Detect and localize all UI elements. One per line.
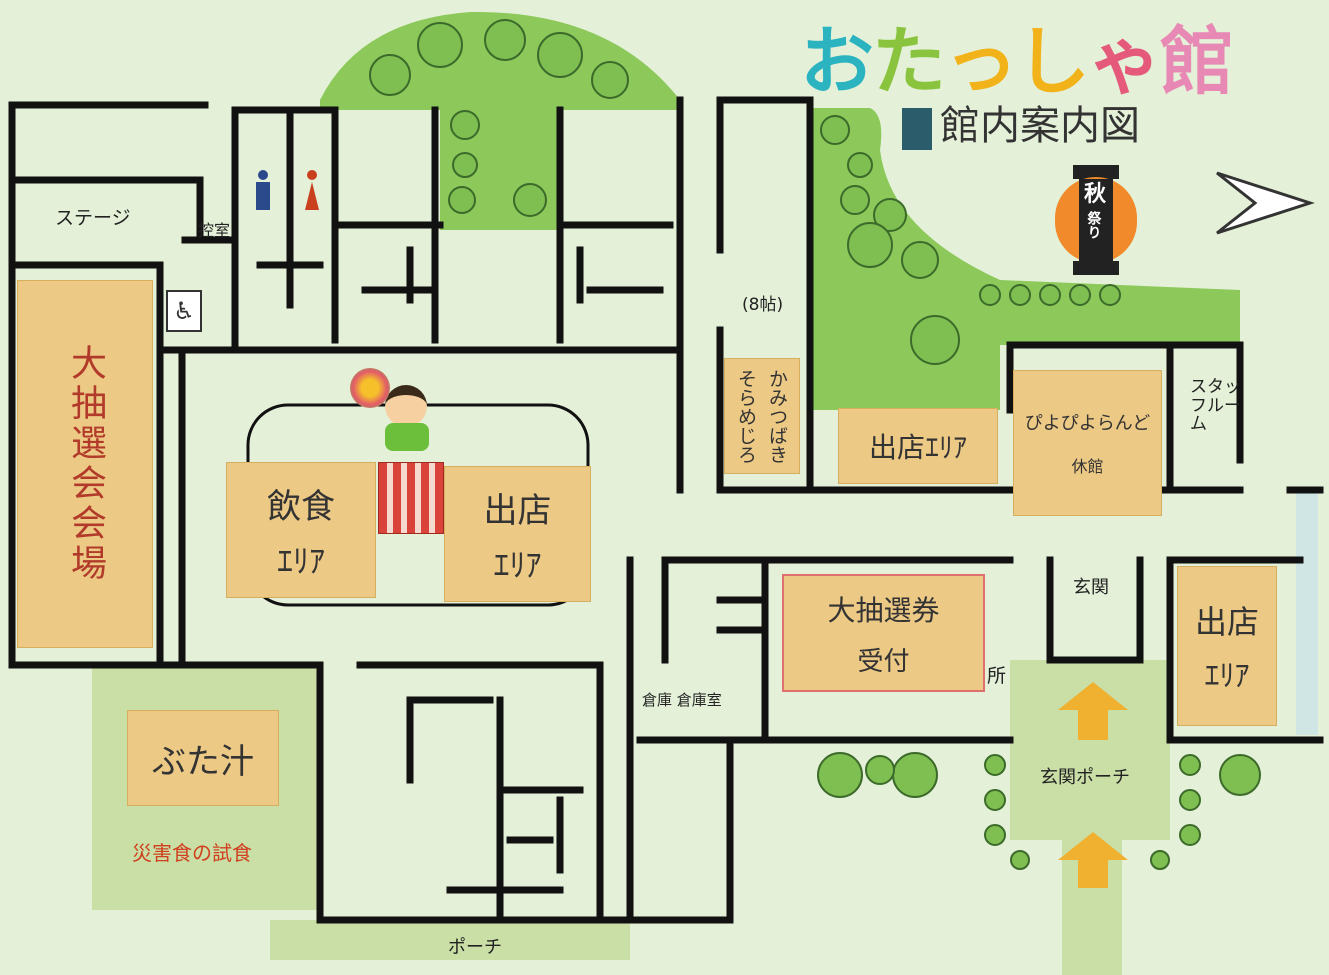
title-char-5: ゃ [1088,19,1162,105]
wall-entrance [1046,486,1324,744]
zone-butajiru: ぶた汁 [127,710,279,806]
title-char-3: っ [944,19,1018,105]
lantern-text-top: 秋 [1084,182,1107,207]
room-storage-partial: 倉庫 倉庫室 [642,691,722,709]
zone-food: 飲食 ｴﾘｱ [226,462,376,598]
wall-stage [8,176,234,664]
zone-shop-c-label-1: 出店 [1194,603,1259,641]
room-tatami: (8帖) [742,295,784,315]
zone-food-label-1: 飲食 [267,486,335,527]
zone-shop-c: 出店 ｴﾘｱ [1177,566,1277,726]
room-stage: ステージ [55,207,131,229]
lantern-icon: 秋 祭り [1043,165,1148,275]
zone-lottery-ticket-label-2: 受付 [857,646,910,677]
entrance-arrow-icon [1058,682,1128,740]
zone-shop-a-label-1: 出店 [483,490,552,531]
zone-piyo-label-1: ぴよぴよらんど [1024,413,1151,434]
bottom-porch-strip [270,920,630,960]
zone-shop-a-label-2: ｴﾘｱ [493,545,542,584]
subtitle-marker [902,108,932,150]
side-strip [1296,490,1318,735]
zone-kami-label-2: そらめじろ [735,368,757,464]
wall-rooms-mid [336,221,674,304]
zone-lottery-hall: 大抽選会会場 [17,280,153,648]
room-office-partial: 所 [987,665,1007,687]
title-char-1: お [800,19,874,105]
room-porch-bottom: ポーチ [448,937,502,958]
restroom-male-icon [256,170,270,210]
wall-left-outer [8,101,324,669]
flower-bouquet-icon [350,368,390,408]
zone-shop-b-label: 出店ｴﾘｱ [868,431,967,464]
zone-piyo: ぴよぴよらんど 休館 [1013,370,1162,516]
wall-right-top [1006,341,1244,494]
accessible-toilet-icon: ♿ [166,290,202,332]
wall-right-bottom [661,556,1014,744]
zone-disaster-food-label: 災害食の試食 [132,841,252,865]
zone-food-label-2: ｴﾘｱ [276,541,325,580]
zone-shop-a: 出店 ｴﾘｱ [444,466,591,602]
zone-kami-label-1: かみつばき [766,368,788,464]
title-char-4: し [1016,19,1090,105]
zone-shop-b: 出店ｴﾘｱ [838,408,998,484]
wall-hall [231,96,684,494]
restroom-female-icon [305,170,319,210]
wall-bottom-center [316,661,734,924]
north-arrow-icon [1216,171,1315,235]
wall-right-rooms [716,96,1244,494]
wall-left-inner [156,346,234,664]
zone-shop-c-label-2: ｴﾘｱ [1204,659,1250,694]
lantern-bottom-cap [1073,261,1119,275]
page-title: おたっしゃ館 [800,2,1234,109]
title-char-6: 館 [1160,19,1234,105]
booth-stall [378,462,444,534]
room-porch-main: 玄関ポーチ [1040,767,1130,788]
room-entrance: 玄関 [1073,577,1109,598]
zone-piyo-label-2: 休館 [1071,457,1104,476]
tree-group [369,19,1261,870]
porch-arrow-icon [1058,832,1128,888]
staff-figure-icon [385,385,435,451]
wall-middle [626,556,734,924]
room-control: 控室 [198,221,231,240]
zone-butajiru-label: ぶた汁 [152,741,254,782]
lantern-label-band [1079,179,1113,261]
room-staff: スタッフルーム [1190,377,1241,435]
zone-kami: かみつばき そらめじろ [724,358,800,474]
title-char-2: た [872,19,946,105]
lantern-text-bottom: 祭り [1085,211,1102,239]
subtitle: 館内案内図 [940,103,1140,149]
zone-lottery-hall-label: 大抽選会会場 [65,344,106,584]
top-garden [320,11,680,111]
zone-lottery-ticket: 大抽選券 受付 [782,574,985,692]
lantern-top-cap [1073,165,1119,179]
zone-lottery-ticket-label-1: 大抽選券 [827,593,940,627]
wall-bottom-rooms [406,696,584,894]
